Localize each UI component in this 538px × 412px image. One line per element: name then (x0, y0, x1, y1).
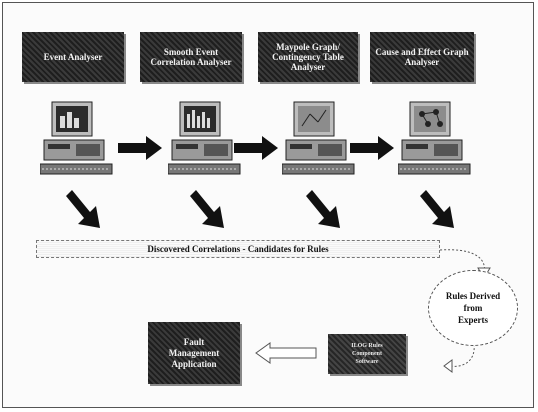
ilog-rules-box: ILOG Rules Component Software (328, 334, 406, 374)
tool-event-analyser: Event Analyser (22, 32, 124, 82)
tool-maypole-graph: Maypole Graph/ Contingency Table Analyse… (258, 32, 358, 82)
down-right-arrow-icon (190, 190, 224, 228)
right-arrow-icon (118, 136, 162, 160)
workstation-histogram-icon (168, 101, 241, 175)
right-arrow-icon (350, 136, 394, 160)
workstation-graph-icon (282, 101, 355, 175)
down-right-arrow-icon (420, 190, 454, 228)
fault-management-application-box: Fault Management Application (148, 322, 240, 384)
rules-derived-from-experts: Rules Derived from Experts (428, 270, 518, 346)
down-right-arrow-icon (306, 190, 340, 228)
down-right-arrow-icon (66, 190, 100, 228)
tool-smooth-event-correlation: Smooth Event Correlation Analyser (140, 32, 242, 82)
right-arrow-icon (234, 136, 278, 160)
workstation-network-icon (398, 101, 471, 175)
tool-cause-effect-graph: Cause and Effect Graph Analyser (370, 32, 474, 82)
discovered-correlations-band: Discovered Correlations - Candidates for… (36, 240, 440, 258)
workstation-bar-chart-icon (40, 101, 113, 175)
